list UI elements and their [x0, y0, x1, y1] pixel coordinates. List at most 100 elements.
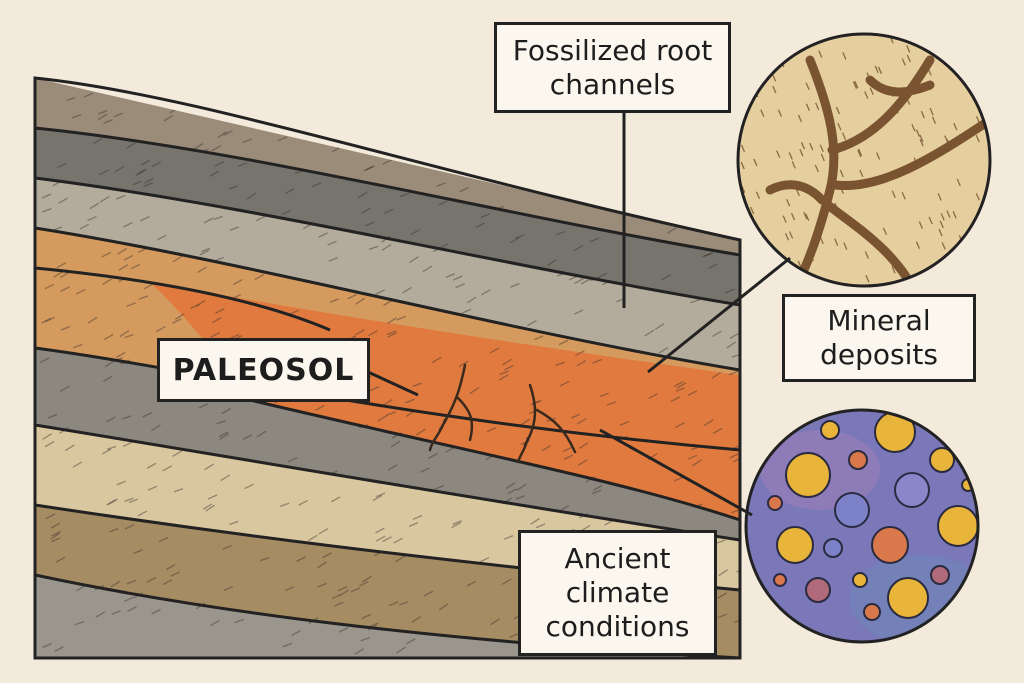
hatch-mark	[123, 254, 134, 261]
mineral-grain	[820, 420, 840, 440]
hatch-mark	[378, 135, 389, 141]
hatch-mark	[279, 502, 290, 507]
hatch-mark	[381, 243, 392, 251]
hatch-mark	[597, 272, 608, 279]
soil-dash	[752, 36, 757, 44]
hatch-mark	[210, 619, 220, 627]
hatch-mark	[410, 229, 420, 236]
hatch-mark	[291, 120, 301, 126]
hatch-mark	[496, 152, 507, 160]
hatch-mark	[291, 629, 301, 636]
hatch-mark	[51, 537, 61, 543]
hatch-mark	[115, 194, 126, 200]
soil-dash	[815, 102, 820, 111]
hatch-mark	[680, 143, 691, 149]
hatch-mark	[109, 527, 119, 533]
hatch-mark	[60, 325, 71, 331]
soil-dash	[940, 213, 945, 221]
hatch-mark	[220, 474, 231, 482]
soil-dash	[741, 225, 746, 233]
hatch-mark	[214, 256, 224, 262]
hatch-mark	[703, 419, 714, 427]
hatch-mark	[670, 396, 681, 402]
hatch-mark	[106, 445, 117, 451]
hatch-mark	[580, 278, 591, 285]
hatch-mark	[126, 142, 136, 149]
hatch-mark	[98, 110, 108, 115]
hatch-mark	[651, 199, 662, 207]
soil-dash	[920, 110, 925, 119]
soil-dash	[944, 261, 950, 269]
hatch-mark	[354, 125, 365, 133]
hatch-mark	[133, 83, 143, 88]
hatch-mark	[271, 89, 281, 97]
hatch-mark	[56, 162, 67, 169]
hatch-mark	[282, 642, 293, 648]
hatch-mark	[576, 417, 587, 425]
soil-dash	[843, 242, 848, 250]
hatch-mark	[507, 488, 518, 495]
hatch-mark	[79, 223, 90, 230]
hatch-mark	[386, 330, 397, 336]
soil-dash	[985, 75, 990, 83]
hatch-mark	[729, 332, 740, 340]
hatch-mark	[455, 283, 465, 289]
soil-dash	[971, 48, 976, 56]
hatch-mark	[732, 456, 740, 463]
hatch-mark	[53, 271, 64, 278]
hatch-mark	[117, 247, 128, 255]
root-channels-magnifier	[736, 32, 992, 288]
hatch-mark	[402, 286, 412, 294]
hatch-mark	[296, 556, 306, 563]
hatch-mark	[619, 420, 630, 426]
hatch-mark	[334, 601, 344, 607]
hatch-mark	[386, 411, 396, 416]
hatch-mark	[205, 504, 216, 512]
hatch-mark	[219, 433, 230, 440]
leader-lines	[367, 113, 791, 517]
hatch-mark	[102, 278, 112, 286]
soil-dash	[906, 54, 911, 63]
hatch-mark	[365, 221, 375, 227]
hatch-mark	[162, 579, 173, 586]
hatch-mark	[260, 556, 270, 562]
hatch-mark	[382, 159, 393, 165]
hatch-mark	[599, 151, 610, 159]
hatch-mark	[428, 452, 438, 459]
hatch-mark	[549, 134, 559, 141]
hatch-mark	[116, 480, 127, 486]
hatch-mark	[288, 456, 298, 463]
hatch-mark	[555, 230, 566, 236]
soil-dash	[891, 265, 896, 274]
soil-dash	[814, 164, 819, 173]
hatch-mark	[667, 226, 677, 234]
soil-dash	[915, 241, 920, 249]
hatch-mark	[654, 323, 665, 330]
hatch-mark	[156, 234, 167, 241]
hatch-mark	[204, 463, 214, 471]
soil-dash	[984, 250, 989, 259]
hatch-mark	[361, 613, 372, 619]
hatch-mark	[434, 484, 444, 491]
hatch-mark	[115, 165, 125, 173]
soil-dash	[939, 264, 944, 272]
hatch-mark	[712, 330, 722, 338]
hatch-mark	[675, 387, 686, 392]
hatch-mark	[673, 381, 684, 387]
soil-dash	[953, 122, 958, 131]
hatch-mark	[458, 360, 469, 368]
hatch-mark	[215, 308, 225, 314]
hatch-mark	[118, 264, 129, 271]
hatch-mark	[45, 513, 56, 520]
hatch-mark	[355, 329, 365, 336]
hatch-mark	[350, 587, 361, 593]
soil-dash	[986, 212, 990, 221]
hatch-mark	[103, 119, 113, 124]
hatch-mark	[56, 262, 67, 269]
soil-dash	[839, 169, 844, 178]
hatch-mark	[515, 495, 526, 500]
strata-outline	[33, 76, 742, 660]
soil-dash	[939, 220, 944, 229]
hatch-mark	[137, 168, 147, 176]
hatch-mark	[438, 200, 448, 206]
